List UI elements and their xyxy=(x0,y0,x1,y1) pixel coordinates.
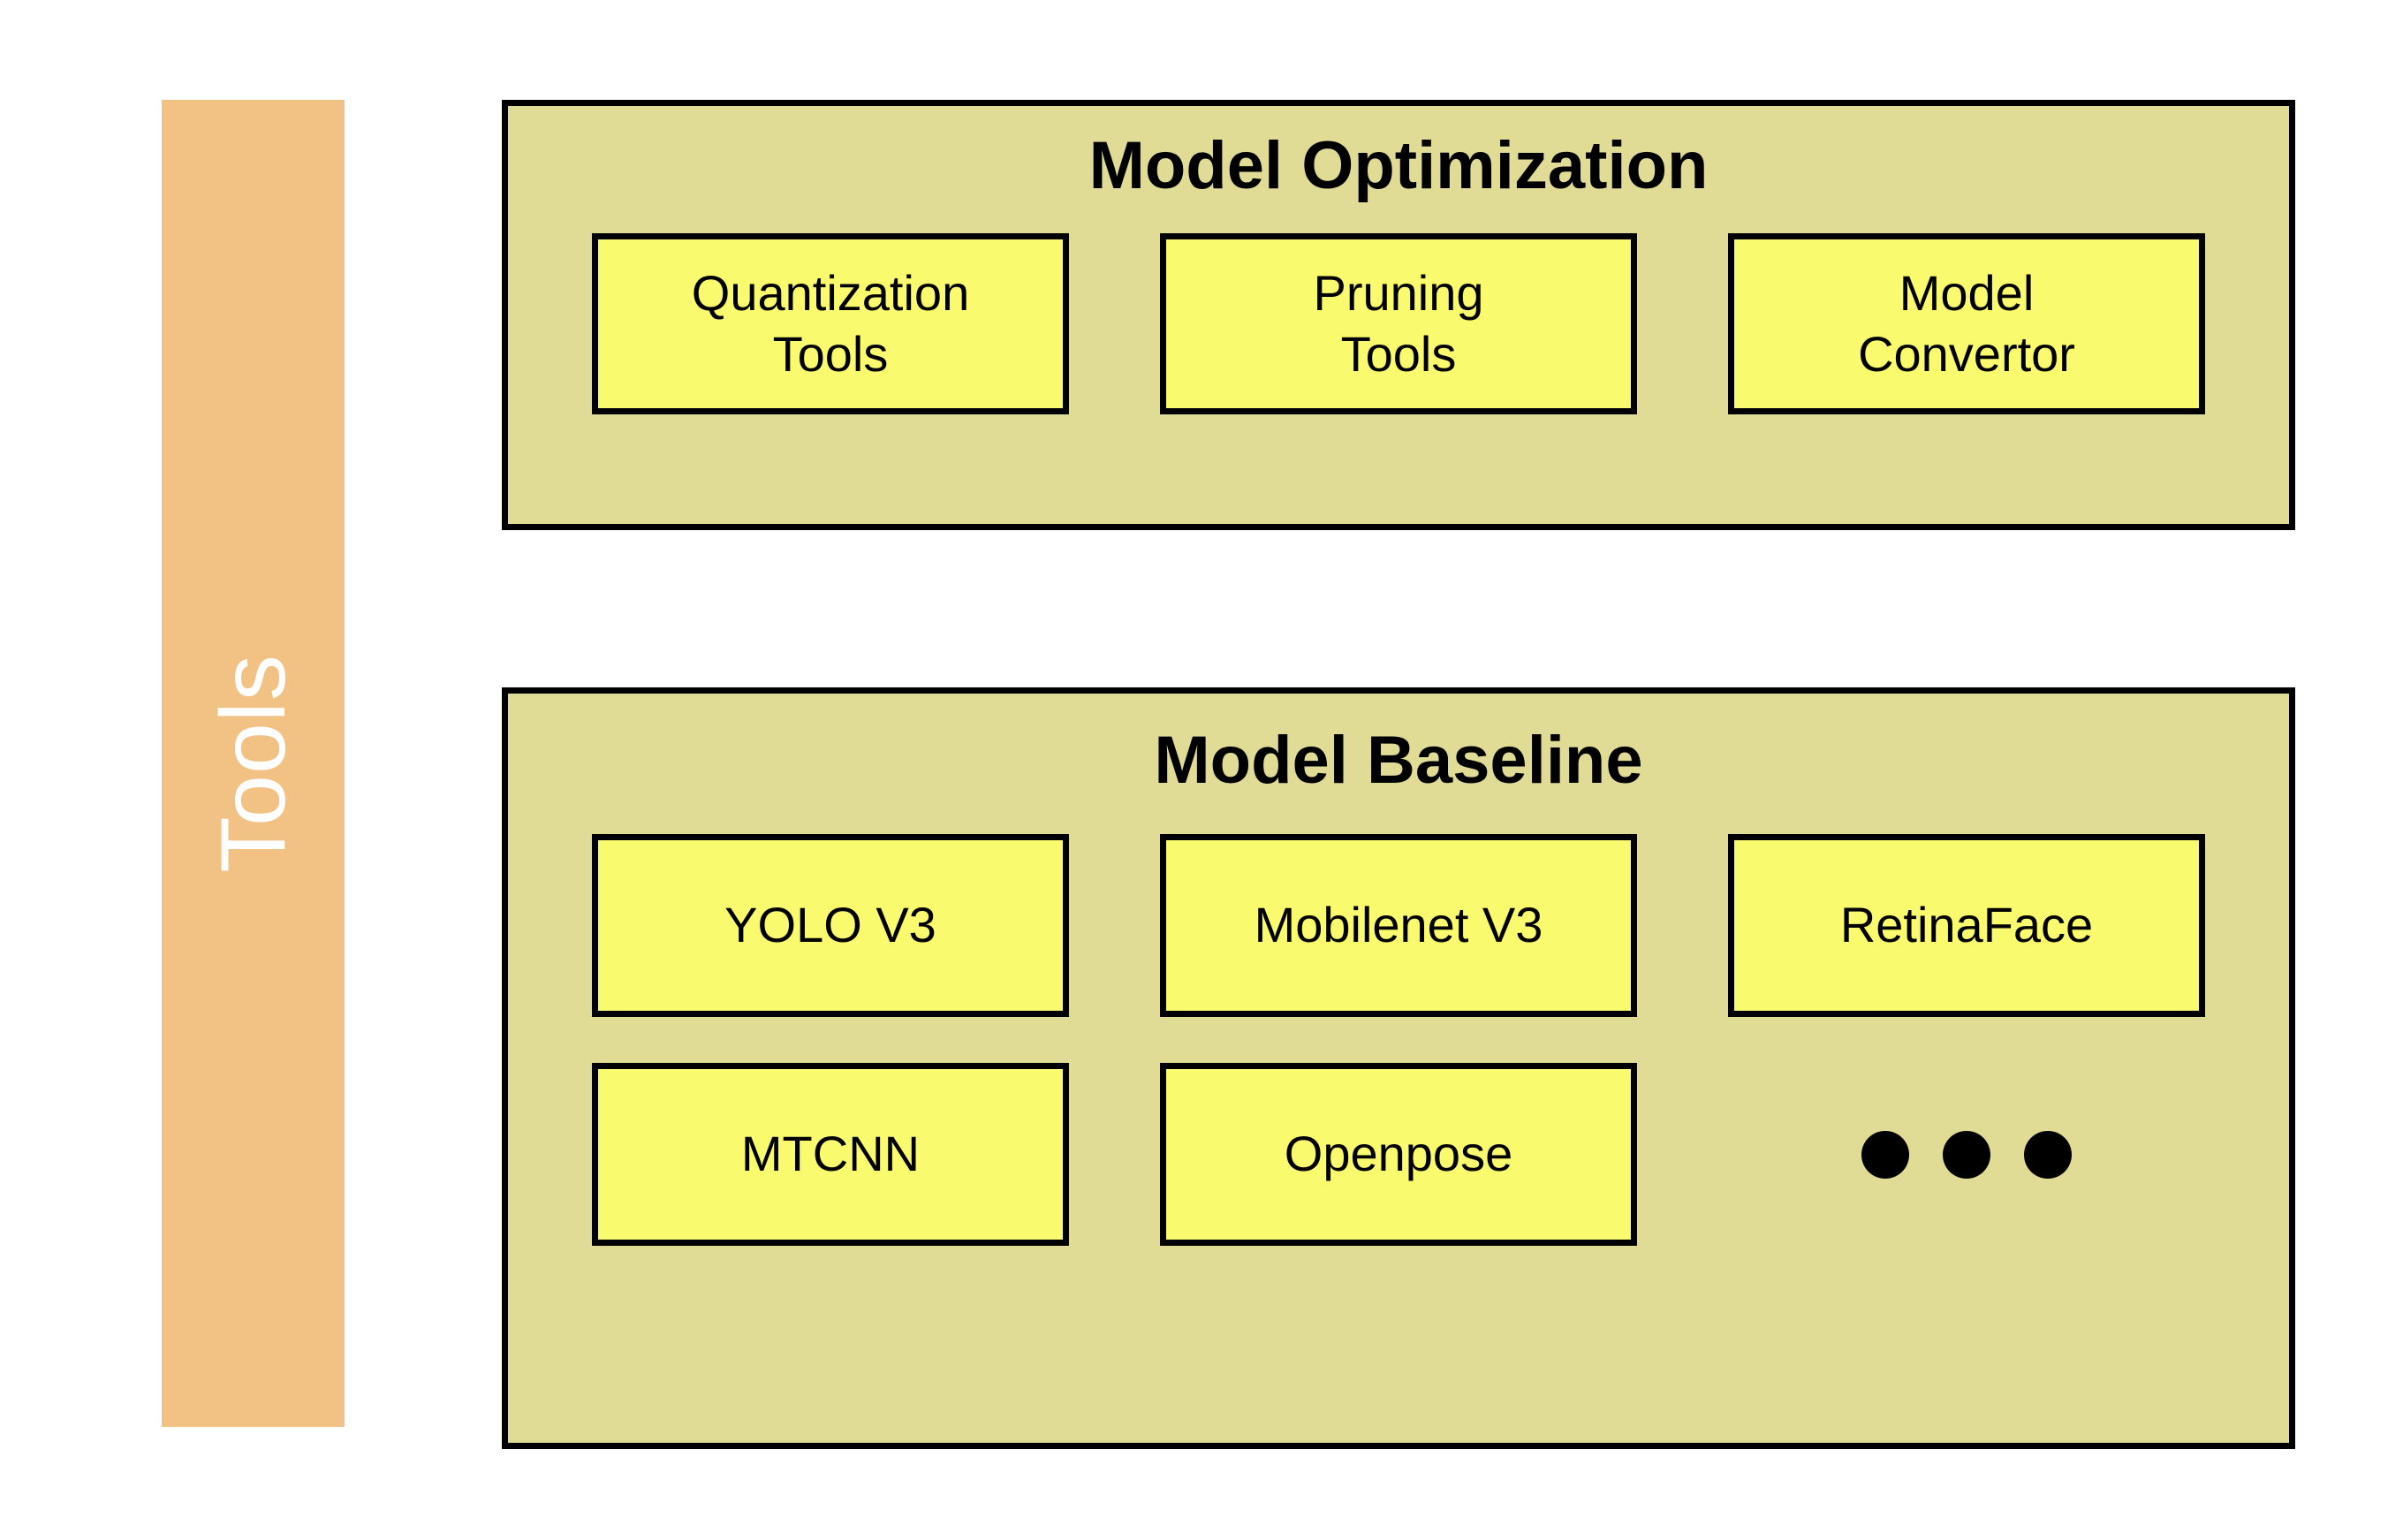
item-box-mobilenet-v3[interactable]: Mobilenet V3 xyxy=(1160,834,1637,1017)
item-box-model-convertor[interactable]: Model Convertor xyxy=(1728,233,2205,414)
panel-row: Quantization Tools Pruning Tools Model C… xyxy=(508,233,2289,414)
item-box-yolo-v3[interactable]: YOLO V3 xyxy=(592,834,1069,1017)
panel-title-model-optimization: Model Optimization xyxy=(1088,128,1709,203)
panel-model-baseline: Model Baseline YOLO V3 Mobilenet V3 Reti… xyxy=(502,687,2295,1449)
category-bar-label: Tools xyxy=(201,654,305,873)
ellipsis-dots-icon xyxy=(1728,1063,2205,1246)
panel-model-optimization: Model Optimization Quantization Tools Pr… xyxy=(502,100,2295,530)
panel-row: YOLO V3 Mobilenet V3 RetinaFace xyxy=(508,834,2289,1017)
item-box-mtcnn[interactable]: MTCNN xyxy=(592,1063,1069,1246)
item-box-retinaface[interactable]: RetinaFace xyxy=(1728,834,2205,1017)
panel-title-model-baseline: Model Baseline xyxy=(1154,723,1643,798)
category-bar-tools: Tools xyxy=(162,100,345,1427)
ellipsis-dot xyxy=(2024,1130,2072,1179)
item-box-pruning-tools[interactable]: Pruning Tools xyxy=(1160,233,1637,414)
item-box-openpose[interactable]: Openpose xyxy=(1160,1063,1637,1246)
ellipsis-dot xyxy=(1861,1130,1909,1179)
item-box-quantization-tools[interactable]: Quantization Tools xyxy=(592,233,1069,414)
ellipsis-dot xyxy=(1943,1130,1990,1179)
panel-row: MTCNN Openpose xyxy=(508,1063,2289,1246)
